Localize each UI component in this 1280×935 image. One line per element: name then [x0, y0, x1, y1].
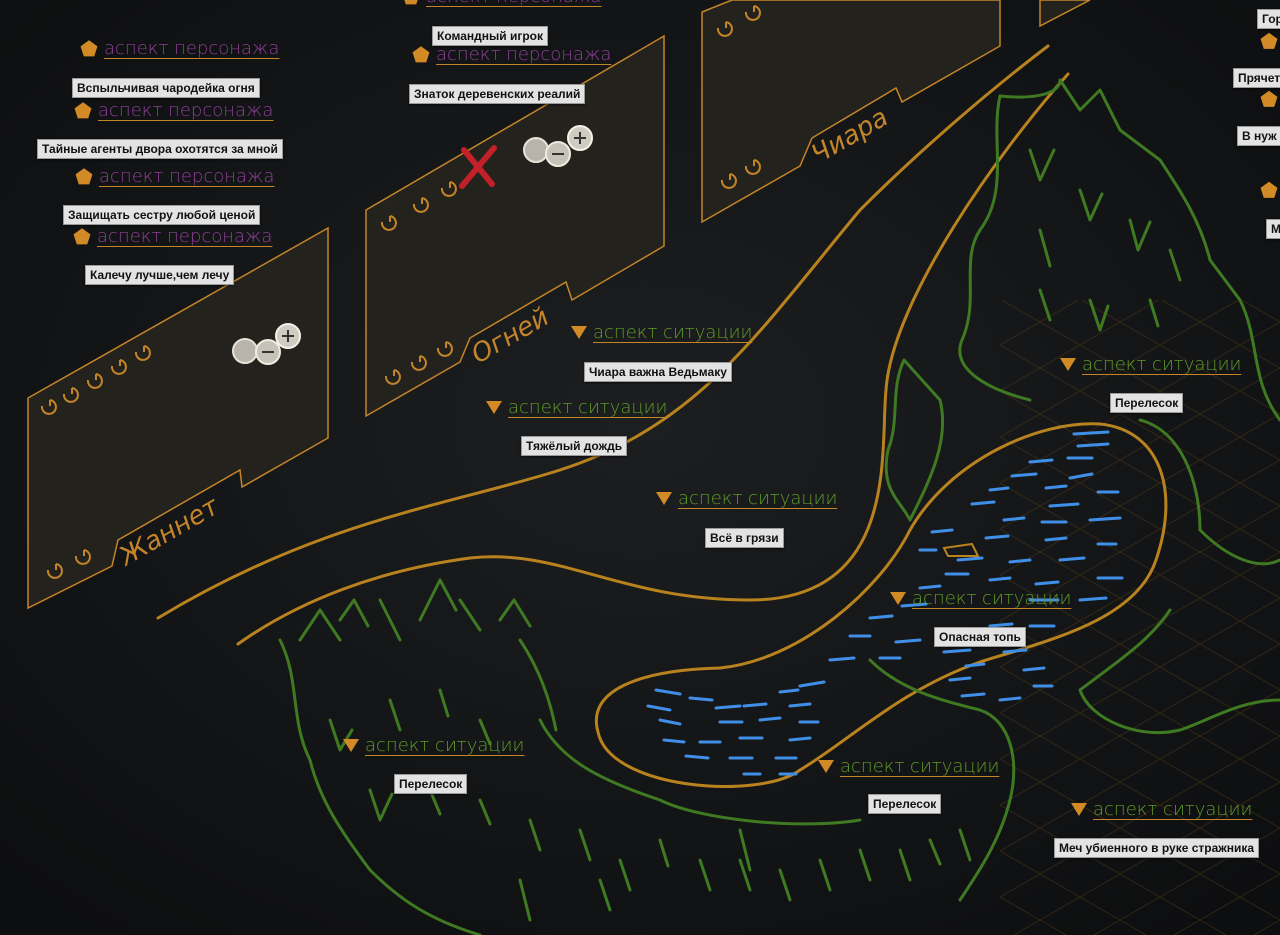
aspect-note[interactable]: Перелесок [868, 794, 942, 814]
aspect-note[interactable]: Всё в грязи [705, 528, 784, 548]
fate-tokens-icon[interactable] [232, 323, 301, 365]
character-aspect-header-4[interactable]: аспект персонажа [75, 166, 274, 187]
aspect-note[interactable]: Перелесок [394, 774, 468, 794]
situation-aspect-header-6[interactable]: аспект ситуации [818, 756, 999, 777]
pentagon-icon [1260, 32, 1278, 49]
triangle-icon [1071, 803, 1087, 816]
stress-boxes-icon [716, 5, 761, 189]
pentagon-icon [1260, 90, 1278, 107]
character-aspect-header-1[interactable]: аспект персонажа [412, 44, 611, 65]
aspect-note-edge[interactable]: В нуж [1237, 126, 1280, 146]
triangle-icon [818, 760, 834, 773]
aspect-note[interactable]: Чиара важна Ведьмаку [584, 362, 732, 382]
sheet-ogney[interactable]: Огней [365, 34, 665, 418]
sheet-partial-right [1039, 0, 1091, 28]
triangle-icon [1060, 358, 1076, 371]
swamp-water [646, 430, 1124, 776]
situation-aspect-header-7[interactable]: аспект ситуации [1071, 799, 1252, 820]
pentagon-icon [74, 102, 92, 119]
aspect-note[interactable]: Защищать сестру любой ценой [63, 205, 261, 225]
triangle-icon [656, 492, 672, 505]
fate-tokens-icon[interactable] [523, 125, 593, 167]
aspect-note[interactable]: Меч убиенного в руке стражника [1054, 838, 1260, 858]
character-aspect-header-3[interactable]: аспект персонажа [74, 100, 273, 121]
aspect-note[interactable]: Вспыльчивая чародейка огня [72, 78, 260, 98]
aspect-note[interactable]: Калечу лучше,чем лечу [85, 265, 235, 285]
triangle-icon [343, 739, 359, 752]
triangle-icon [890, 592, 906, 605]
aspect-note-edge[interactable]: Прячет [1233, 68, 1280, 88]
pentagon-icon [80, 40, 98, 57]
situation-aspect-header-4[interactable]: аспект ситуации [890, 588, 1071, 609]
situation-aspect-header-2[interactable]: аспект ситуации [656, 488, 837, 509]
situation-aspect-header-0[interactable]: аспект ситуации [571, 322, 752, 343]
aspect-note[interactable]: Командный игрок [432, 26, 549, 46]
pentagon-icon [1260, 181, 1278, 198]
aspect-note[interactable]: Перелесок [1110, 393, 1184, 413]
character-aspect-header-5[interactable]: аспект персонажа [73, 226, 272, 247]
pentagon-icon [402, 0, 420, 5]
aspect-note[interactable]: Знаток деревенских реалий [409, 84, 586, 104]
aspect-note-edge[interactable]: М [1266, 219, 1280, 239]
triangle-icon [486, 401, 502, 414]
aspect-note[interactable]: Тайные агенты двора охотятся за мной [37, 139, 283, 159]
crossed-out-stress-icon [459, 145, 497, 189]
aspect-note[interactable]: Опасная топь [934, 627, 1026, 647]
triangle-icon [571, 326, 587, 339]
stress-boxes-icon [380, 181, 457, 385]
pentagon-icon [75, 168, 93, 185]
road [156, 44, 1070, 646]
character-aspect-header-0[interactable]: аспект персонажа [402, 0, 601, 7]
swamp-outline [594, 422, 1168, 788]
pentagon-icon [412, 46, 430, 63]
swamp-hut [942, 542, 980, 557]
aspect-note-edge[interactable]: Гор [1257, 9, 1280, 29]
situation-aspect-header-1[interactable]: аспект ситуации [486, 397, 667, 418]
situation-aspect-header-5[interactable]: аспект ситуации [343, 735, 524, 756]
aspect-note[interactable]: Тяжёлый дождь [521, 436, 628, 456]
character-aspect-header-2[interactable]: аспект персонажа [80, 38, 279, 59]
situation-aspect-header-3[interactable]: аспект ситуации [1060, 354, 1241, 375]
stress-boxes-icon [40, 345, 151, 579]
pentagon-icon [73, 228, 91, 245]
forest [278, 78, 1280, 935]
